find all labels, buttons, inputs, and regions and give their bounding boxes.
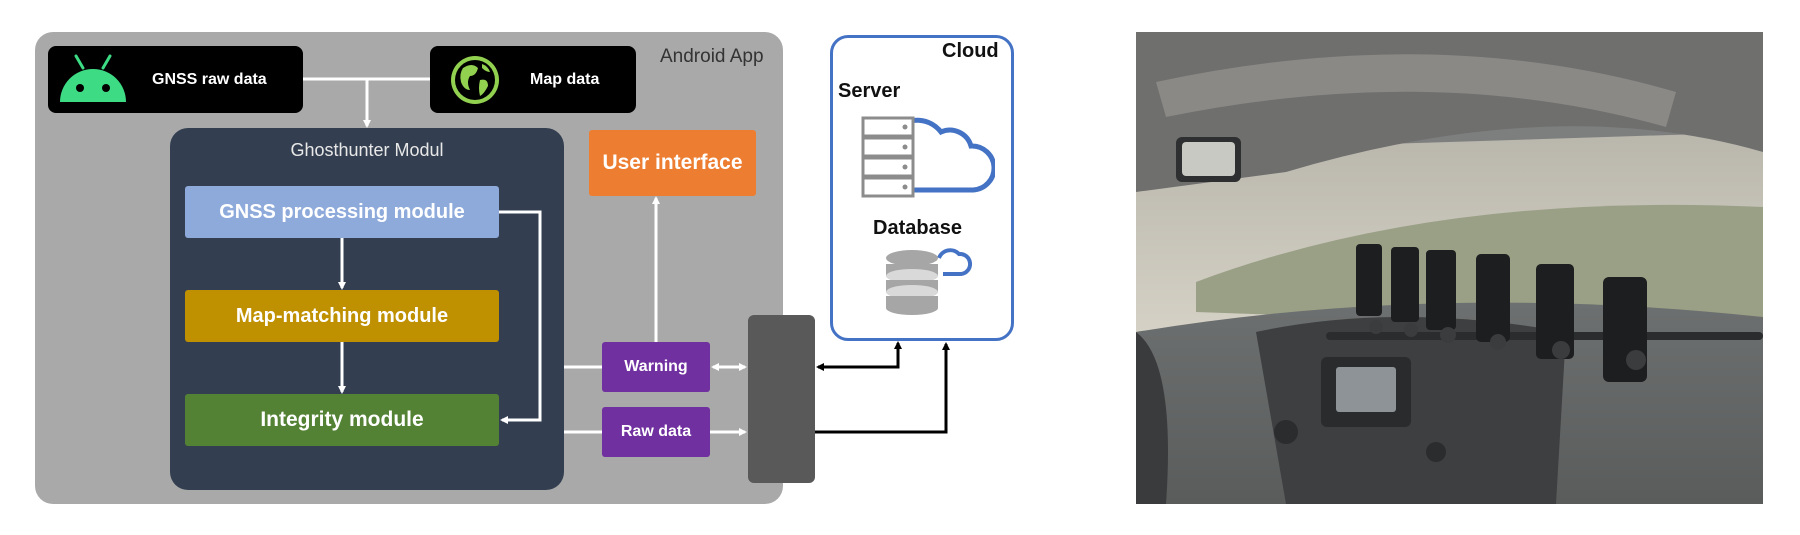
- map-matching-module: Map-matching module: [185, 290, 499, 342]
- photo-illustration: [1136, 32, 1763, 504]
- map-data-block: Map data: [430, 46, 636, 113]
- cloud-label: Cloud: [942, 40, 999, 62]
- diagram-connectors: [303, 77, 950, 436]
- ghosthunter-title: Ghosthunter Modul: [290, 140, 444, 160]
- user-interface-block: User interface: [589, 130, 756, 196]
- android-app-label: Android App: [660, 46, 764, 67]
- gnss-raw-data-block: GNSS raw data: [48, 46, 303, 113]
- integrity-module: Integrity module: [185, 394, 499, 446]
- database-label: Database: [873, 217, 962, 239]
- server-icon: [861, 116, 995, 198]
- gnss-processing-module: GNSS processing module: [185, 186, 499, 238]
- database-icon: [886, 248, 972, 315]
- gateway-block: [748, 315, 815, 483]
- warning-box: Warning: [602, 342, 710, 392]
- map-data-label: Map data: [530, 70, 600, 88]
- gnss-raw-data-label: GNSS raw data: [152, 70, 267, 88]
- server-label: Server: [838, 80, 901, 102]
- cloud-icon: [893, 117, 995, 193]
- dashboard-smartphones-photo: [1136, 32, 1763, 504]
- globe-icon: [451, 56, 499, 104]
- raw-data-box: Raw data: [602, 407, 710, 457]
- android-icon: [60, 54, 126, 102]
